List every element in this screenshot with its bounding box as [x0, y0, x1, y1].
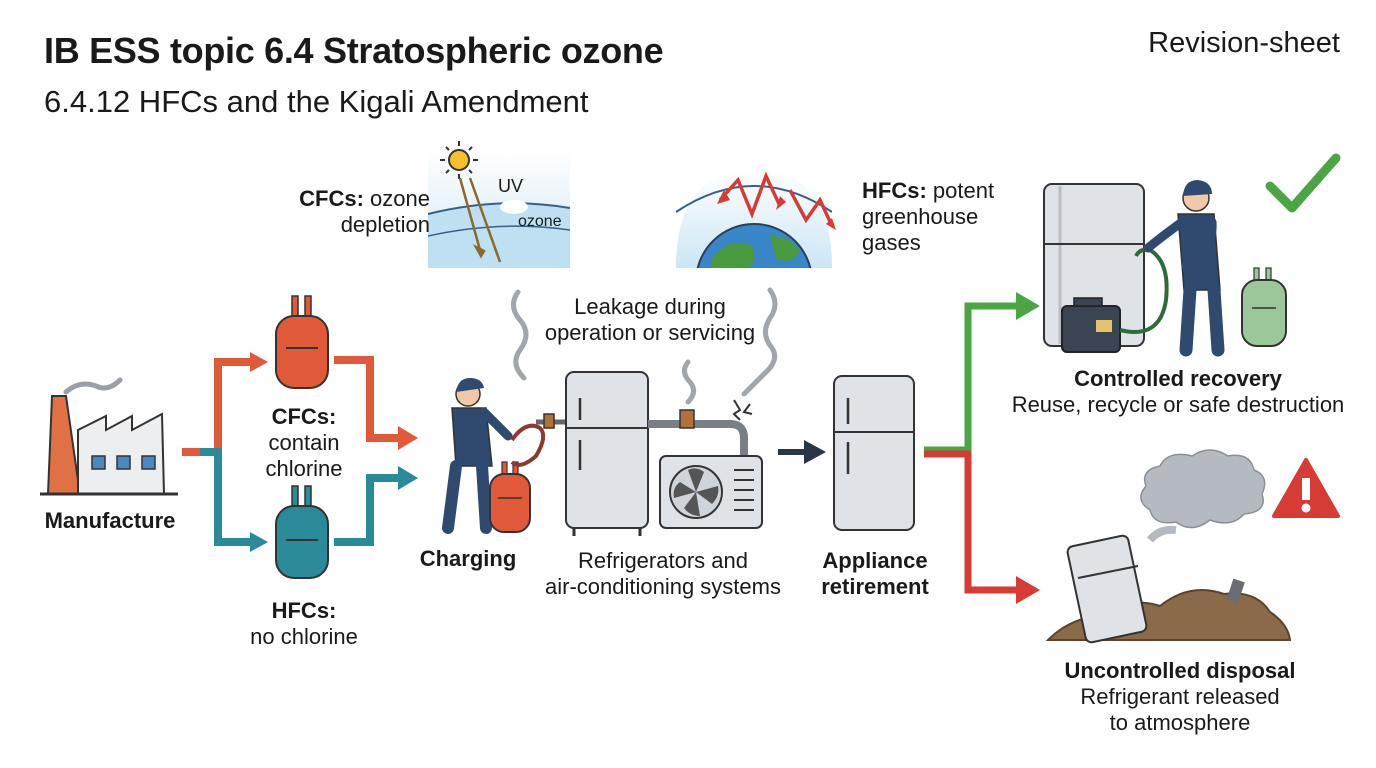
smoke-cloud-icon: [1140, 449, 1266, 543]
hfc-label: HFCs: no chlorine: [224, 598, 384, 650]
hfc-greenhouse-line2: greenhouse: [862, 204, 979, 229]
ozone-hole-cloud: [500, 200, 528, 214]
systems-label-line2: air-conditioning systems: [545, 574, 781, 599]
refrigerator-icon: [565, 371, 649, 536]
cfc-cylinder-icon: [275, 295, 329, 389]
charging-cylinder-icon: [489, 461, 531, 533]
controlled-branch-arrow: [924, 292, 1040, 454]
factory-icon: [40, 377, 178, 496]
cfc-ozone-label-line2: depletion: [340, 212, 430, 237]
hfc-arrowhead-2: [398, 466, 418, 490]
cfc-ozone-label: CFCs: ozone depletion: [270, 186, 430, 238]
revision-sheet-tag: Revision-sheet: [1148, 27, 1340, 59]
page-title: IB ESS topic 6.4 Stratospheric ozone: [44, 30, 664, 71]
valve-icon: [536, 413, 568, 429]
cfc-ozone-label-bold: CFCs:: [299, 186, 364, 211]
sun-icon: [440, 141, 478, 179]
hfc-greenhouse-label: HFCs: potent greenhouse gases: [862, 178, 994, 256]
leakage-label-line2: operation or servicing: [544, 320, 756, 345]
hfc-greenhouse-line3: gases: [862, 230, 921, 255]
manufacture-label: Manufacture: [44, 508, 176, 533]
controlled-recovery-desc: Reuse, recycle or safe destruction: [1011, 392, 1345, 417]
page-subtitle: 6.4.12 HFCs and the Kigali Amendment: [44, 84, 589, 119]
ac-unit-icon: [659, 455, 763, 529]
heat-arrows-icon: [717, 171, 836, 230]
uncontrolled-branch-arrow: [924, 450, 1040, 604]
cfc-arrowhead-2: [398, 426, 418, 450]
uncontrolled-disposal-line3: to atmosphere: [1109, 710, 1251, 735]
cfc-label-line2: contain: [268, 430, 340, 455]
hfc-greenhouse-label-rest: potent: [932, 178, 995, 203]
cfc-label: CFCs: contain chlorine: [224, 404, 384, 482]
recovered-gas-cylinder-icon: [1241, 267, 1287, 347]
uncontrolled-disposal-title: Uncontrolled disposal: [1064, 658, 1296, 683]
checkmark-icon: [1265, 153, 1341, 213]
retired-refrigerator-icon: [833, 375, 915, 531]
retirement-label-line2: retirement: [821, 574, 929, 599]
uv-rays-icon: [458, 177, 502, 263]
charging-label: Charging: [419, 546, 517, 571]
retirement-label-line1: Appliance: [822, 548, 928, 573]
leakage-label: Leakage during operation or servicing: [534, 294, 766, 346]
leakage-label-line1: Leakage during: [574, 294, 726, 319]
refrigerant-pipe: [648, 409, 748, 456]
uv-label: UV: [498, 176, 524, 196]
recovery-hose: [1119, 247, 1169, 334]
cfc-arrowhead-1: [250, 352, 268, 372]
cfc-label-bold: CFCs:: [271, 404, 337, 429]
cfc-ozone-label-rest: ozone: [370, 186, 430, 211]
recovery-machine-icon: [1061, 297, 1121, 353]
hfc-cylinder-icon: [275, 485, 329, 579]
retirement-label: Appliance retirement: [800, 548, 950, 600]
hfc-label-line2: no chlorine: [250, 624, 358, 649]
technician-recovery-icon: [1143, 180, 1225, 357]
hfc-greenhouse-label-bold: HFCs:: [862, 178, 927, 203]
hfc-arrowhead-1: [250, 532, 268, 552]
controlled-recovery-label: Controlled recovery Reuse, recycle or sa…: [1000, 366, 1356, 418]
leak-spark-icon: [732, 399, 753, 421]
uncontrolled-disposal-label: Uncontrolled disposal Refrigerant releas…: [1010, 658, 1350, 736]
cfc-label-line3: chlorine: [265, 456, 343, 481]
ozone-depletion-inset: [428, 150, 570, 268]
to-retirement-arrow: [778, 440, 826, 464]
hfc-flow-arrow: [200, 448, 400, 546]
systems-label: Refrigerators and air-conditioning syste…: [530, 548, 796, 600]
warning-icon: [1272, 458, 1340, 518]
leak-vapour-icon: [511, 287, 778, 405]
systems-label-line1: Refrigerators and: [578, 548, 748, 573]
controlled-recovery-title: Controlled recovery: [1074, 366, 1282, 391]
charging-hose: [510, 423, 546, 467]
uncontrolled-disposal-line2: Refrigerant released: [1080, 684, 1280, 709]
ozone-layer-label: ozone: [518, 213, 562, 230]
technician-charging-icon: [442, 378, 513, 534]
hfc-label-bold: HFCs:: [271, 598, 337, 623]
discarded-refrigerator-icon: [1066, 534, 1148, 644]
